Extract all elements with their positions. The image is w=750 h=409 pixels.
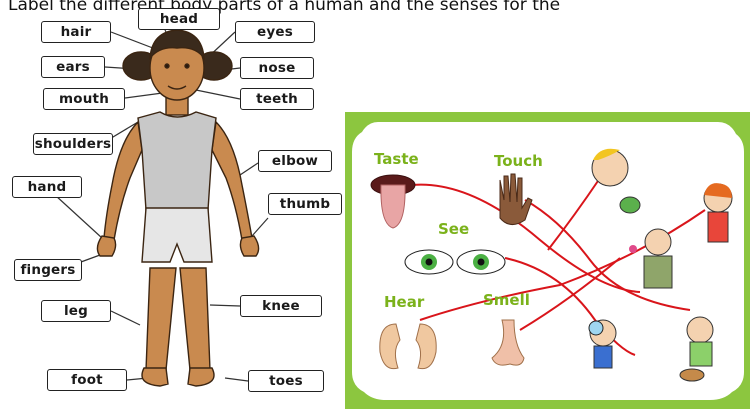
sense-see-label: See bbox=[438, 220, 469, 238]
sense-smell-label: Smell bbox=[483, 291, 530, 309]
girl-eating-icon bbox=[704, 183, 732, 242]
sense-hear-label: Hear bbox=[384, 293, 425, 311]
sense-touch-label: Touch bbox=[494, 152, 543, 170]
sense-taste-label: Taste bbox=[374, 150, 419, 168]
